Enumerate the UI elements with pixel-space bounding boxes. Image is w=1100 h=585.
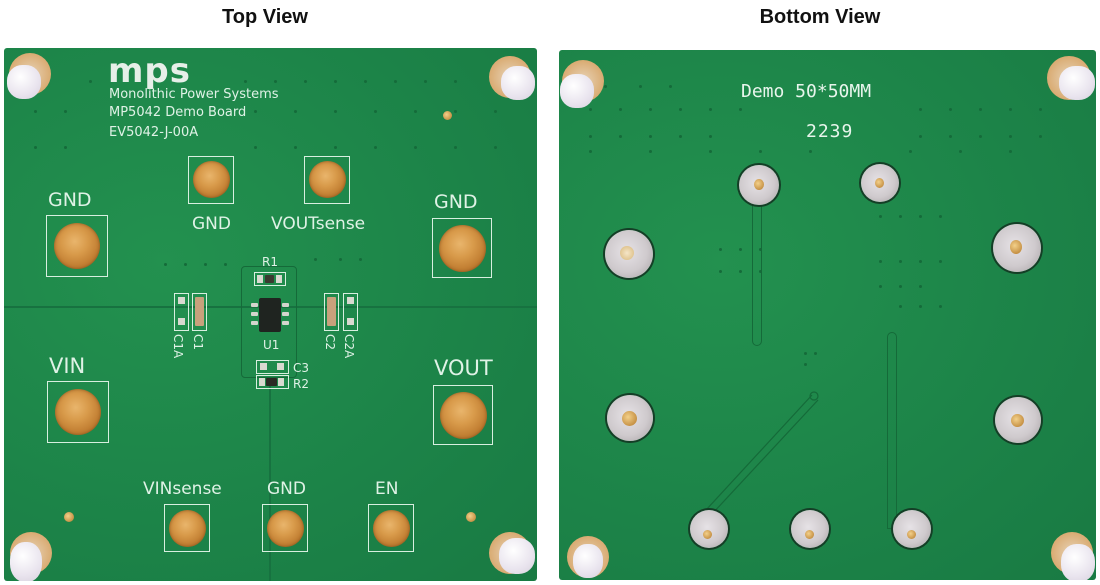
trace-sense-1 — [752, 198, 762, 346]
solder-joint-bottom-1[interactable] — [690, 510, 728, 548]
mounting-standoff-top-left — [560, 60, 604, 108]
label-c2: C2 — [323, 334, 337, 351]
solder-joint-top-1[interactable] — [739, 165, 779, 205]
turret-terminal — [54, 223, 100, 269]
label-voutsense: VOUTsense — [271, 214, 366, 234]
top-board: mps Monolithic Power Systems MP5042 Demo… — [4, 48, 537, 581]
connector-vin[interactable] — [47, 381, 109, 443]
mounting-standoff-bottom-right — [489, 532, 535, 574]
turret-terminal — [193, 161, 230, 198]
connector-gnd-bottom[interactable] — [262, 504, 308, 552]
mounting-standoff-bottom-left — [10, 532, 52, 581]
turret-terminal — [267, 510, 304, 547]
mounting-standoff-bottom-left — [567, 536, 609, 578]
board-size-label: Demo 50*50MM — [741, 81, 872, 102]
mps-logo: mps — [108, 51, 192, 91]
top-view-title: Top View — [222, 6, 308, 28]
label-u1: U1 — [263, 338, 280, 352]
turret-terminal — [169, 510, 206, 547]
label-r1: R1 — [262, 255, 278, 269]
resistor-r1 — [254, 272, 286, 286]
plated-hole-bottom-left — [64, 512, 74, 522]
capacitor-c2 — [324, 293, 339, 331]
turret-terminal — [373, 510, 410, 547]
label-vinsense: VINsense — [143, 479, 222, 499]
solder-joint-left-lower[interactable] — [607, 395, 653, 441]
mounting-standoff-top-left — [7, 53, 51, 99]
mounting-standoff-top-right — [1047, 56, 1095, 100]
mounting-standoff-bottom-right — [1051, 532, 1095, 580]
label-vin: VIN — [49, 354, 86, 378]
connector-vinsense[interactable] — [164, 504, 210, 552]
turret-terminal — [309, 161, 346, 198]
turret-terminal — [440, 392, 487, 439]
board-name: MP5042 Demo Board — [109, 105, 247, 120]
label-en: EN — [375, 479, 399, 499]
solder-joint-top-2[interactable] — [861, 164, 899, 202]
capacitor-c3 — [256, 360, 289, 374]
trace-sense-2 — [887, 332, 897, 529]
connector-vout[interactable] — [433, 385, 493, 445]
ic-u1 — [259, 298, 281, 332]
trace-outline — [241, 266, 297, 378]
label-c1a: C1A — [171, 334, 185, 359]
label-gnd-right: GND — [434, 191, 478, 213]
connector-gnd-top[interactable] — [188, 156, 234, 204]
solder-joint-bottom-2[interactable] — [791, 510, 829, 548]
turret-terminal — [439, 225, 486, 272]
label-gnd-left: GND — [48, 189, 92, 211]
resistor-r2 — [256, 375, 289, 389]
solder-joint-left-upper[interactable] — [605, 230, 653, 278]
capacitor-c1 — [192, 293, 207, 331]
label-c1: C1 — [191, 334, 205, 351]
connector-en[interactable] — [368, 504, 414, 552]
capacitor-c1a — [174, 293, 189, 331]
bottom-view-title: Bottom View — [759, 6, 881, 28]
solder-joint-right-upper[interactable] — [993, 224, 1041, 272]
connector-gnd-left[interactable] — [46, 215, 108, 277]
part-number: EV5042-J-00A — [109, 125, 199, 140]
turret-terminal — [55, 389, 101, 435]
label-vout: VOUT — [434, 356, 493, 380]
bottom-board: Demo 50*50MM 2239 — [559, 50, 1096, 580]
company-name: Monolithic Power Systems — [109, 87, 279, 102]
date-code: 2239 — [806, 121, 854, 142]
plated-hole-bottom-right — [466, 512, 476, 522]
board-seam-vertical — [269, 378, 271, 581]
label-c2a: C2A — [342, 334, 356, 359]
label-c3: C3 — [293, 361, 310, 375]
plated-hole-top-right — [443, 111, 452, 120]
mounting-standoff-top-right — [489, 56, 535, 100]
connector-voutsense[interactable] — [304, 156, 350, 204]
label-gnd-top: GND — [192, 214, 231, 234]
solder-joint-right-lower[interactable] — [995, 397, 1041, 443]
solder-joint-bottom-3[interactable] — [893, 510, 931, 548]
label-gnd-bottom: GND — [267, 479, 306, 499]
capacitor-c2a — [343, 293, 358, 331]
connector-gnd-right[interactable] — [432, 218, 492, 278]
label-r2: R2 — [293, 377, 309, 391]
